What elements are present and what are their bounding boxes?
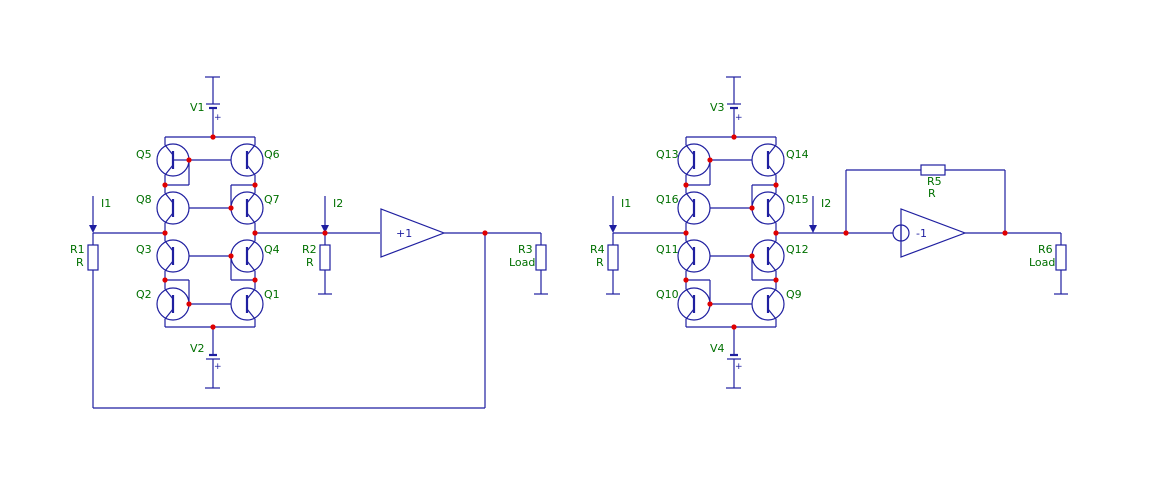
resistor-r3: R3 Load <box>509 233 548 295</box>
current-source-i2-right: I2 <box>809 196 831 233</box>
transistor-q7: Q7 <box>230 191 280 225</box>
transistor-q5: Q5 <box>136 143 190 177</box>
resistor-r1: R1 R <box>70 233 99 408</box>
battery-v4: + V4 <box>710 327 743 389</box>
q1-label: Q1 <box>264 288 280 301</box>
r6-label: R6 <box>1038 243 1053 256</box>
v4-label: V4 <box>710 342 725 355</box>
left-circuit: + V1 Q5 Q6 <box>70 76 548 409</box>
amp-left-label: +1 <box>396 227 412 240</box>
left-transistors: Q5 Q6 Q8 <box>136 143 280 321</box>
transistor-q14: Q14 <box>751 143 809 177</box>
q9-label: Q9 <box>786 288 802 301</box>
battery-v2: + V2 <box>190 327 222 389</box>
v2-label: V2 <box>190 342 205 355</box>
left-junctions <box>162 134 488 330</box>
q12-label: Q12 <box>786 243 809 256</box>
q6-label: Q6 <box>264 148 280 161</box>
q5-label: Q5 <box>136 148 152 161</box>
r3-label: R3 <box>518 243 533 256</box>
current-source-i1-left: I1 <box>89 196 111 233</box>
r4-value: R <box>596 256 604 269</box>
battery-v3: + V3 <box>710 76 743 137</box>
q13-label: Q13 <box>656 148 679 161</box>
q10-label: Q10 <box>656 288 679 301</box>
r1-label: R1 <box>70 243 85 256</box>
transistor-q12: Q12 <box>751 239 809 273</box>
right-circuit: + V3 Q13 Q14 <box>590 76 1068 389</box>
q11-label: Q11 <box>656 243 679 256</box>
resistor-r6: R6 Load <box>1029 233 1068 295</box>
resistor-r5: R5 R <box>920 164 1005 200</box>
r1-value: R <box>76 256 84 269</box>
inverting-amplifier-right: -1 <box>892 208 967 258</box>
q3-label: Q3 <box>136 243 152 256</box>
v1-label: V1 <box>190 101 205 114</box>
r5-label: R5 <box>927 175 942 188</box>
resistor-r2: R2 R <box>302 233 332 295</box>
i1-right-label: I1 <box>621 197 631 210</box>
i1-left-label: I1 <box>101 197 111 210</box>
r3-value: Load <box>509 256 535 269</box>
i2-right-label: I2 <box>821 197 831 210</box>
q8-label: Q8 <box>136 193 152 206</box>
transistor-q13: Q13 <box>656 143 711 177</box>
transistor-q2: Q2 <box>136 287 190 321</box>
current-source-i2-left: I2 <box>321 196 343 233</box>
transistor-q3: Q3 <box>136 239 190 273</box>
q2-label: Q2 <box>136 288 152 301</box>
r2-value: R <box>306 256 314 269</box>
right-transistors: Q13 Q14 Q16 Q15 <box>656 143 809 321</box>
v3-label: V3 <box>710 101 725 114</box>
q15-label: Q15 <box>786 193 809 206</box>
q16-label: Q16 <box>656 193 679 206</box>
q14-label: Q14 <box>786 148 809 161</box>
transistor-q8: Q8 <box>136 191 190 225</box>
transistor-q9: Q9 <box>751 287 802 321</box>
v1-plus-label: + <box>214 113 222 123</box>
transistor-q1: Q1 <box>230 287 280 321</box>
right-junctions <box>683 134 1008 330</box>
r2-label: R2 <box>302 243 317 256</box>
transistor-q16: Q16 <box>656 191 711 225</box>
current-source-i1-right: I1 <box>609 196 631 233</box>
buffer-amplifier-left: +1 <box>380 208 446 258</box>
amp-right-label: -1 <box>916 227 927 240</box>
battery-v1: + V1 <box>190 76 222 137</box>
transistor-q10: Q10 <box>656 287 711 321</box>
transistor-q4: Q4 <box>230 239 280 273</box>
v4-plus-label: + <box>735 362 743 372</box>
q4-label: Q4 <box>264 243 280 256</box>
transistor-q11: Q11 <box>656 239 711 273</box>
resistor-r4: R4 R <box>590 233 620 295</box>
i2-left-label: I2 <box>333 197 343 210</box>
v3-plus-label: + <box>735 113 743 123</box>
transistor-q15: Q15 <box>751 191 809 225</box>
q7-label: Q7 <box>264 193 280 206</box>
r6-value: Load <box>1029 256 1055 269</box>
transistor-q6: Q6 <box>230 143 280 177</box>
r4-label: R4 <box>590 243 605 256</box>
r5-value: R <box>928 187 936 200</box>
v2-plus-label: + <box>214 362 222 372</box>
